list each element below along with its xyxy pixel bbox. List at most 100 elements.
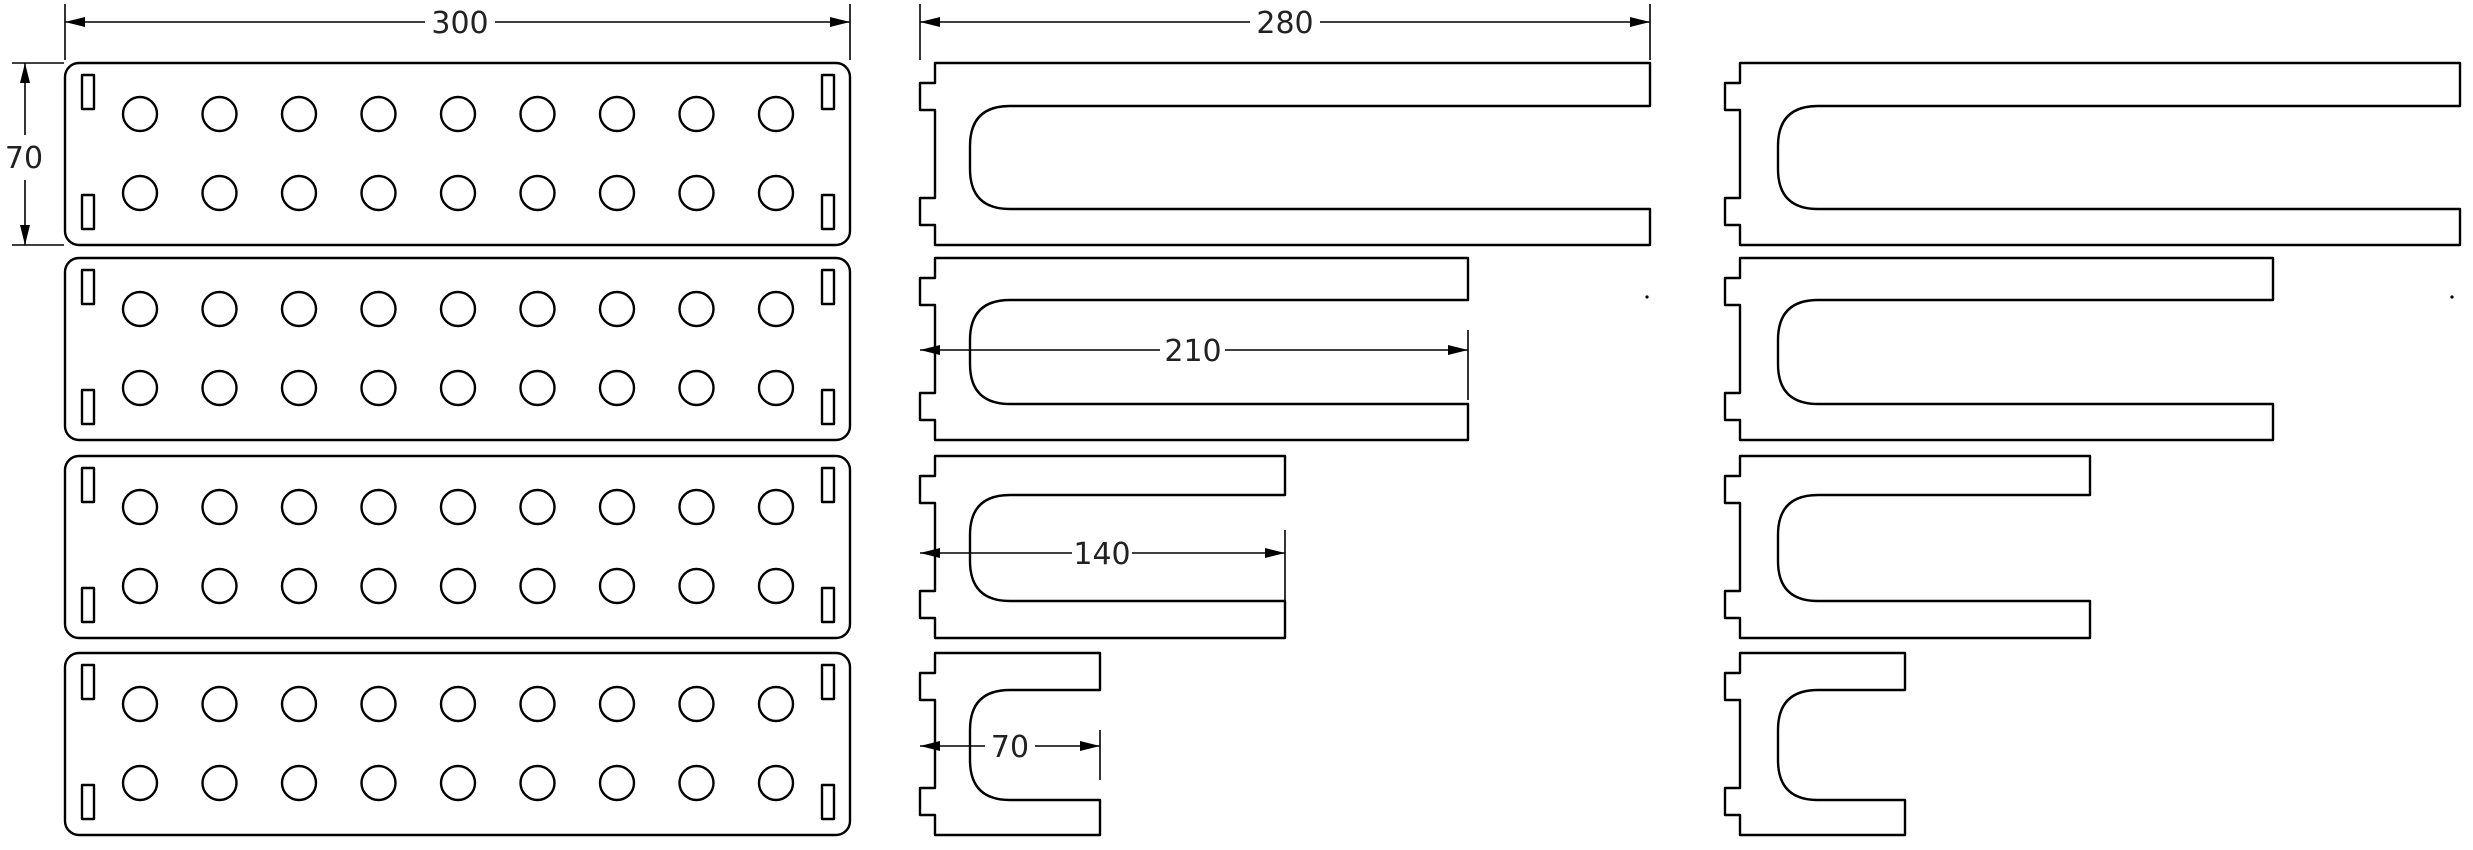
- plate-hole: [678, 290, 715, 328]
- plate-slot: [820, 193, 836, 231]
- dimension-fork-140: 140: [920, 530, 1286, 600]
- plate-hole: [201, 567, 238, 605]
- plate-hole: [201, 95, 238, 133]
- plate-2: [63, 256, 852, 442]
- plate-hole: [121, 567, 159, 605]
- plate-hole: [678, 567, 715, 605]
- plate-hole: [201, 290, 238, 328]
- plate-slot: [820, 586, 836, 624]
- plate-hole: [360, 764, 397, 802]
- plate-hole: [598, 95, 636, 133]
- plate-hole: [757, 290, 795, 328]
- fork-70-part: [918, 651, 1102, 837]
- plate-hole: [757, 174, 795, 212]
- perforated-plates: [63, 61, 852, 837]
- plate-hole: [439, 567, 477, 605]
- plate-slot: [820, 268, 836, 306]
- plate-3: [63, 454, 852, 640]
- plate-slot: [820, 73, 836, 111]
- plate-slot: [80, 268, 96, 306]
- plate-hole: [360, 488, 397, 526]
- plate-hole: [280, 488, 318, 526]
- plate-hole: [598, 685, 636, 723]
- plate-hole: [598, 488, 636, 526]
- plate-hole: [121, 95, 159, 133]
- plate-slot: [80, 783, 96, 821]
- dimension-label: 210: [1164, 334, 1221, 369]
- dimension-label: 280: [1256, 6, 1313, 41]
- dimension-label: 300: [431, 6, 488, 41]
- plate-hole: [519, 95, 556, 133]
- plate-hole: [519, 567, 556, 605]
- plate-hole: [280, 764, 318, 802]
- dimension-plate-width: 300: [64, 4, 851, 60]
- plate-hole: [121, 369, 159, 407]
- plate-hole: [201, 174, 238, 212]
- plate-hole: [201, 764, 238, 802]
- fork-280-part: [1723, 61, 2462, 247]
- plate-hole: [280, 290, 318, 328]
- plate-hole: [121, 290, 159, 328]
- plate-hole: [360, 685, 397, 723]
- plate-hole: [280, 369, 318, 407]
- dimension-label: 70: [991, 730, 1029, 765]
- plate-hole: [519, 174, 556, 212]
- plate-hole: [757, 764, 795, 802]
- dimension-fork-210: 210: [920, 330, 1469, 400]
- drawing-dot: [1645, 295, 1649, 299]
- plate-hole: [519, 369, 556, 407]
- plate-hole: [678, 95, 715, 133]
- plate-hole: [280, 567, 318, 605]
- dimension-fork-280: 280: [919, 4, 1651, 60]
- plate-hole: [678, 488, 715, 526]
- plate-hole: [598, 290, 636, 328]
- plate-slot: [820, 466, 836, 504]
- plate-slot: [80, 466, 96, 504]
- dimension-annotations: 300 70 280 210: [5, 4, 1651, 780]
- plate-hole: [201, 488, 238, 526]
- plate-hole: [280, 685, 318, 723]
- plate-hole: [280, 174, 318, 212]
- fork-parts: [1723, 61, 2462, 837]
- fork-210-part: [1723, 256, 2275, 442]
- fork-210-part: [918, 256, 1470, 442]
- plate-hole: [757, 369, 795, 407]
- plate-hole: [757, 567, 795, 605]
- plate-hole: [280, 95, 318, 133]
- drawing-dot: [2450, 295, 2454, 299]
- plate-hole: [121, 764, 159, 802]
- dimension-label: 70: [5, 141, 43, 176]
- dimension-plate-height: 70: [5, 62, 64, 246]
- plate-hole: [678, 174, 715, 212]
- plate-hole: [678, 685, 715, 723]
- plate-slot: [80, 73, 96, 111]
- plate-hole: [678, 369, 715, 407]
- fork-70-part: [1723, 651, 1907, 837]
- plate-hole: [678, 764, 715, 802]
- plate-hole: [519, 290, 556, 328]
- plate-slot: [80, 663, 96, 701]
- plate-1: [63, 61, 852, 247]
- plate-hole: [439, 174, 477, 212]
- plate-hole: [598, 764, 636, 802]
- plate-hole: [121, 685, 159, 723]
- dimension-fork-70: 70: [920, 730, 1101, 780]
- dimension-label: 140: [1073, 537, 1130, 572]
- fork-280-part: [918, 61, 1652, 247]
- plate-hole: [360, 95, 397, 133]
- plate-hole: [439, 685, 477, 723]
- plate-hole: [757, 685, 795, 723]
- plate-hole: [201, 685, 238, 723]
- fork-140-part: [1723, 454, 2092, 640]
- plate-hole: [360, 369, 397, 407]
- plate-slot: [80, 193, 96, 231]
- plate-hole: [757, 95, 795, 133]
- plate-hole: [439, 764, 477, 802]
- plate-4: [63, 651, 852, 837]
- plate-slot: [80, 586, 96, 624]
- fork-parts-dimensioned: [918, 61, 1652, 837]
- plate-hole: [439, 488, 477, 526]
- plate-hole: [360, 567, 397, 605]
- plate-hole: [598, 567, 636, 605]
